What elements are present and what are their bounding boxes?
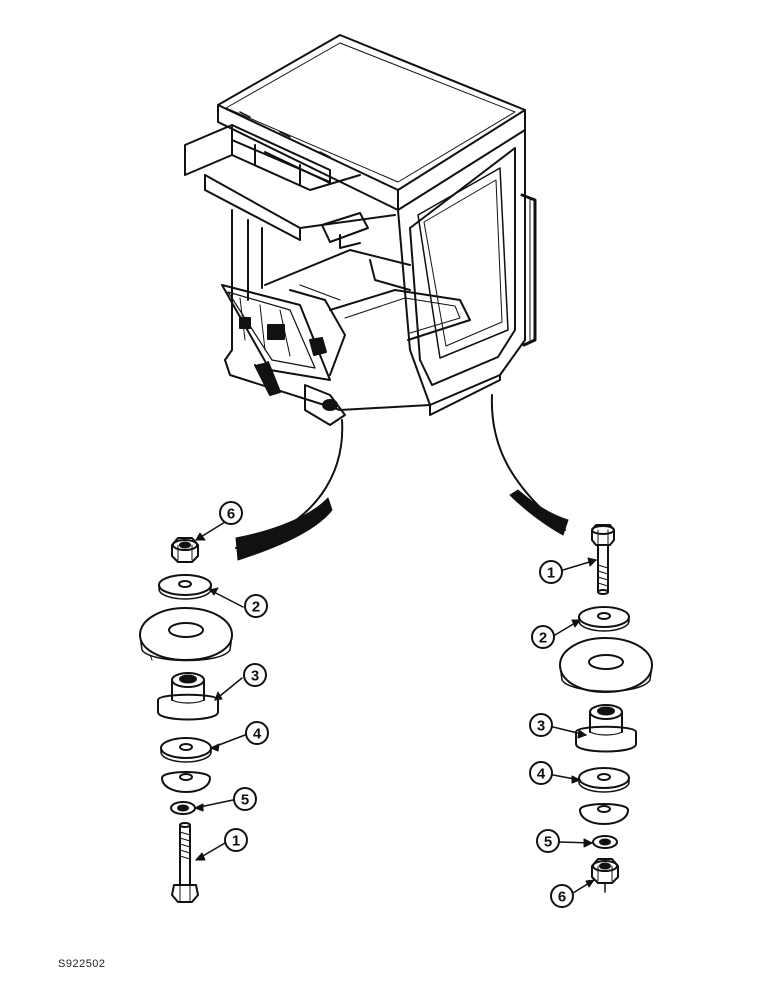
left-washer-top bbox=[158, 574, 212, 600]
right-bolt bbox=[591, 524, 615, 595]
left-lock-washer bbox=[170, 801, 196, 815]
callout-left-3: 3 bbox=[243, 663, 267, 687]
left-washer-mid bbox=[160, 737, 212, 763]
right-washer-lower bbox=[579, 803, 629, 825]
right-washer-mid bbox=[578, 767, 630, 793]
callout-left-6: 6 bbox=[219, 501, 243, 525]
callout-right-5: 5 bbox=[536, 829, 560, 853]
svg-text:6: 6 bbox=[227, 506, 235, 523]
right-mount-stack bbox=[552, 524, 653, 894]
svg-text:2: 2 bbox=[539, 630, 547, 647]
svg-text:1: 1 bbox=[547, 565, 555, 582]
svg-text:5: 5 bbox=[241, 792, 249, 809]
left-callouts: 6 2 3 4 5 1 bbox=[219, 501, 269, 852]
callout-right-1: 1 bbox=[539, 560, 563, 584]
callout-left-4: 4 bbox=[245, 721, 269, 745]
svg-text:1: 1 bbox=[232, 833, 240, 850]
cab-assembly bbox=[184, 34, 537, 426]
svg-text:4: 4 bbox=[253, 726, 262, 743]
right-callouts: 1 2 3 4 5 6 bbox=[529, 560, 574, 908]
right-bushing bbox=[575, 704, 637, 753]
left-mount-stack bbox=[139, 521, 246, 903]
left-washer-lower bbox=[161, 771, 211, 793]
svg-text:6: 6 bbox=[558, 889, 566, 906]
callout-right-6: 6 bbox=[550, 884, 574, 908]
svg-text:5: 5 bbox=[544, 834, 552, 851]
left-nut bbox=[171, 537, 199, 563]
svg-text:3: 3 bbox=[537, 718, 545, 735]
callout-right-3: 3 bbox=[529, 713, 553, 737]
callout-right-2: 2 bbox=[531, 625, 555, 649]
callout-left-2: 2 bbox=[244, 594, 268, 618]
svg-text:2: 2 bbox=[252, 599, 260, 616]
callout-left-5: 5 bbox=[233, 787, 257, 811]
figure-reference-code: S922502 bbox=[58, 958, 106, 970]
right-lock-washer bbox=[592, 835, 618, 849]
svg-text:3: 3 bbox=[251, 668, 259, 685]
right-nut bbox=[591, 858, 619, 893]
callout-left-1: 1 bbox=[224, 828, 248, 852]
right-rubber-pad bbox=[559, 637, 653, 693]
callout-right-4: 4 bbox=[529, 761, 553, 785]
right-leader-arrow bbox=[490, 394, 569, 536]
right-washer-top bbox=[578, 606, 630, 632]
left-bushing bbox=[157, 672, 219, 721]
left-rubber-pad bbox=[139, 607, 233, 662]
left-bolt bbox=[171, 822, 199, 903]
left-leader-arrow bbox=[235, 419, 344, 561]
svg-text:4: 4 bbox=[537, 766, 546, 783]
